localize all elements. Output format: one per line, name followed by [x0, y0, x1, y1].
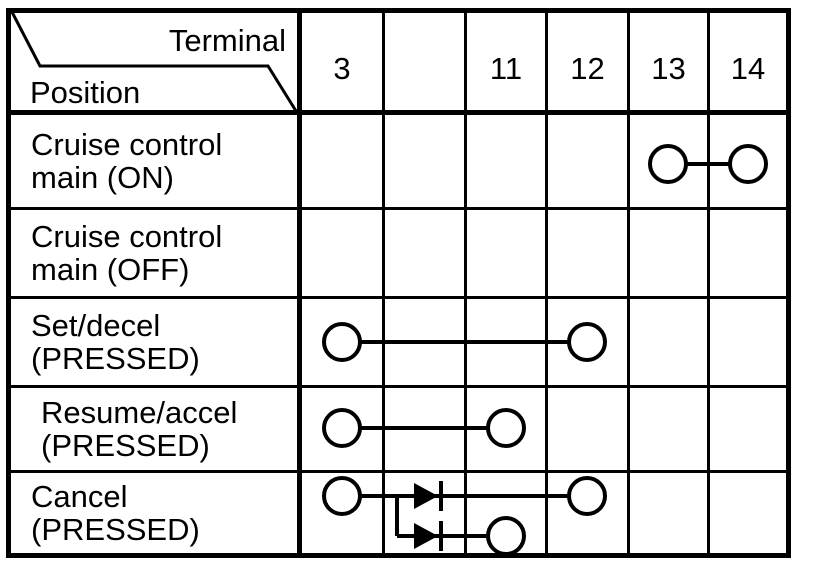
grid-vline: [627, 13, 630, 553]
row-label-set-decel: Set/decel (PRESSED): [31, 299, 289, 385]
grid-hline: [11, 385, 786, 388]
grid-hline: [11, 470, 786, 473]
row-label-line: Cancel: [31, 479, 128, 514]
grid-hline: [11, 296, 786, 299]
row-label-line: (PRESSED): [41, 428, 210, 463]
grid-hline-header-divider: [11, 110, 786, 115]
terminal-header-14: 14: [730, 51, 766, 86]
terminal-header-blank: [385, 49, 464, 89]
row-label-line: Resume/accel: [41, 395, 238, 430]
row-label-line: (PRESSED): [31, 512, 200, 547]
row-label-line: Set/decel: [31, 308, 161, 343]
row-label-cruise-main-on: Cruise control main (ON): [31, 115, 289, 207]
row-label-line: main (OFF): [31, 252, 190, 287]
terminal-header-3: 3: [333, 51, 351, 86]
terminal-header-12: 12: [570, 51, 605, 86]
continuity-table: Terminal Position 3 11 12 13 14 Cruise c…: [6, 8, 791, 558]
grid-vline: [382, 13, 385, 553]
row-label-cruise-main-off: Cruise control main (OFF): [31, 210, 289, 296]
row-label-line: Cruise control: [31, 219, 223, 254]
corner-position-label: Position: [30, 75, 141, 110]
grid-vline: [707, 13, 710, 553]
terminal-header-11: 11: [489, 51, 523, 86]
row-label-line: Cruise control: [31, 127, 223, 162]
terminal-header-13: 13: [651, 51, 686, 86]
row-label-line: (PRESSED): [31, 341, 200, 376]
grid-hline: [11, 207, 786, 210]
row-label-resume-accel: Resume/accel (PRESSED): [41, 388, 299, 470]
corner-terminal-label: Terminal: [168, 23, 286, 58]
grid-vline: [545, 13, 548, 553]
grid-vline-position-divider: [297, 13, 302, 553]
grid-vline: [464, 13, 467, 553]
row-label-line: main (ON): [31, 160, 174, 195]
row-label-cancel: Cancel (PRESSED): [31, 473, 289, 553]
